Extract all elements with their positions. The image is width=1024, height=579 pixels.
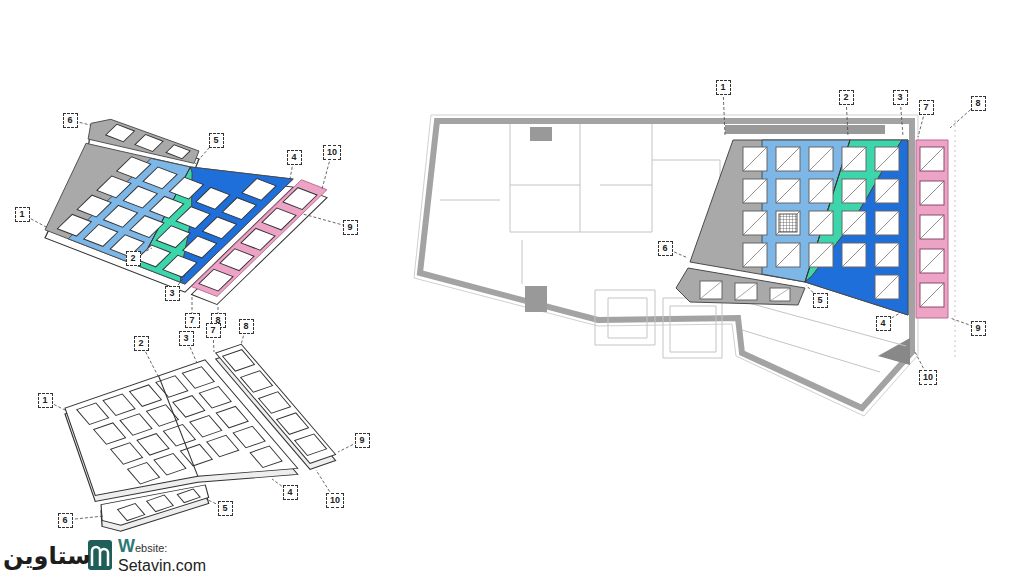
callout-number: 7	[206, 323, 221, 338]
callout-number: 7	[185, 313, 200, 328]
wall-corner	[878, 338, 910, 365]
callout-number: 2	[134, 336, 149, 351]
callout-number: 7	[919, 100, 934, 115]
floor-plan	[414, 115, 955, 416]
callout-number: 4	[287, 150, 302, 165]
callout-number: 10	[323, 145, 341, 160]
watermark-text: Setavin.com	[118, 557, 206, 575]
callout-number: 5	[813, 293, 828, 308]
callout-number: 5	[218, 501, 233, 516]
callout-number: 9	[343, 220, 358, 235]
beam	[725, 125, 885, 134]
callout-number: 8	[239, 319, 254, 334]
callout-number: 10	[326, 493, 344, 508]
callout-number: 1	[716, 80, 731, 95]
leader-lines	[22, 87, 978, 520]
callout-number: 2	[126, 251, 141, 266]
callout-number: 9	[971, 321, 986, 336]
outer-wall-line	[414, 115, 918, 416]
column	[525, 286, 547, 312]
isometric-exploded	[17, 344, 336, 538]
plan-ceiling	[676, 140, 948, 318]
callout-number: 2	[839, 90, 854, 105]
callout-number: 4	[876, 316, 891, 331]
callout-number: 1	[38, 393, 53, 408]
callout-number: 6	[58, 513, 73, 528]
callout-number: 3	[893, 90, 908, 105]
column	[530, 127, 552, 141]
callout-number: 9	[355, 433, 370, 448]
callout-number: 6	[63, 113, 78, 128]
callout-number: 10	[919, 370, 937, 385]
isometric-colored	[0, 105, 327, 304]
watermark-text: ستاوين	[3, 542, 91, 570]
callout-number: 3	[165, 286, 180, 301]
watermark-logo	[88, 540, 112, 570]
callout-number: 5	[209, 133, 224, 148]
callout-number: 6	[658, 241, 673, 256]
callout-number: 3	[179, 331, 194, 346]
watermark-text: Website:	[118, 536, 167, 557]
callout-number: 1	[15, 207, 30, 222]
callout-number: 8	[971, 96, 986, 111]
ceiling-device	[779, 214, 797, 232]
interior-walls	[440, 120, 955, 372]
callout-number: 4	[283, 485, 298, 500]
